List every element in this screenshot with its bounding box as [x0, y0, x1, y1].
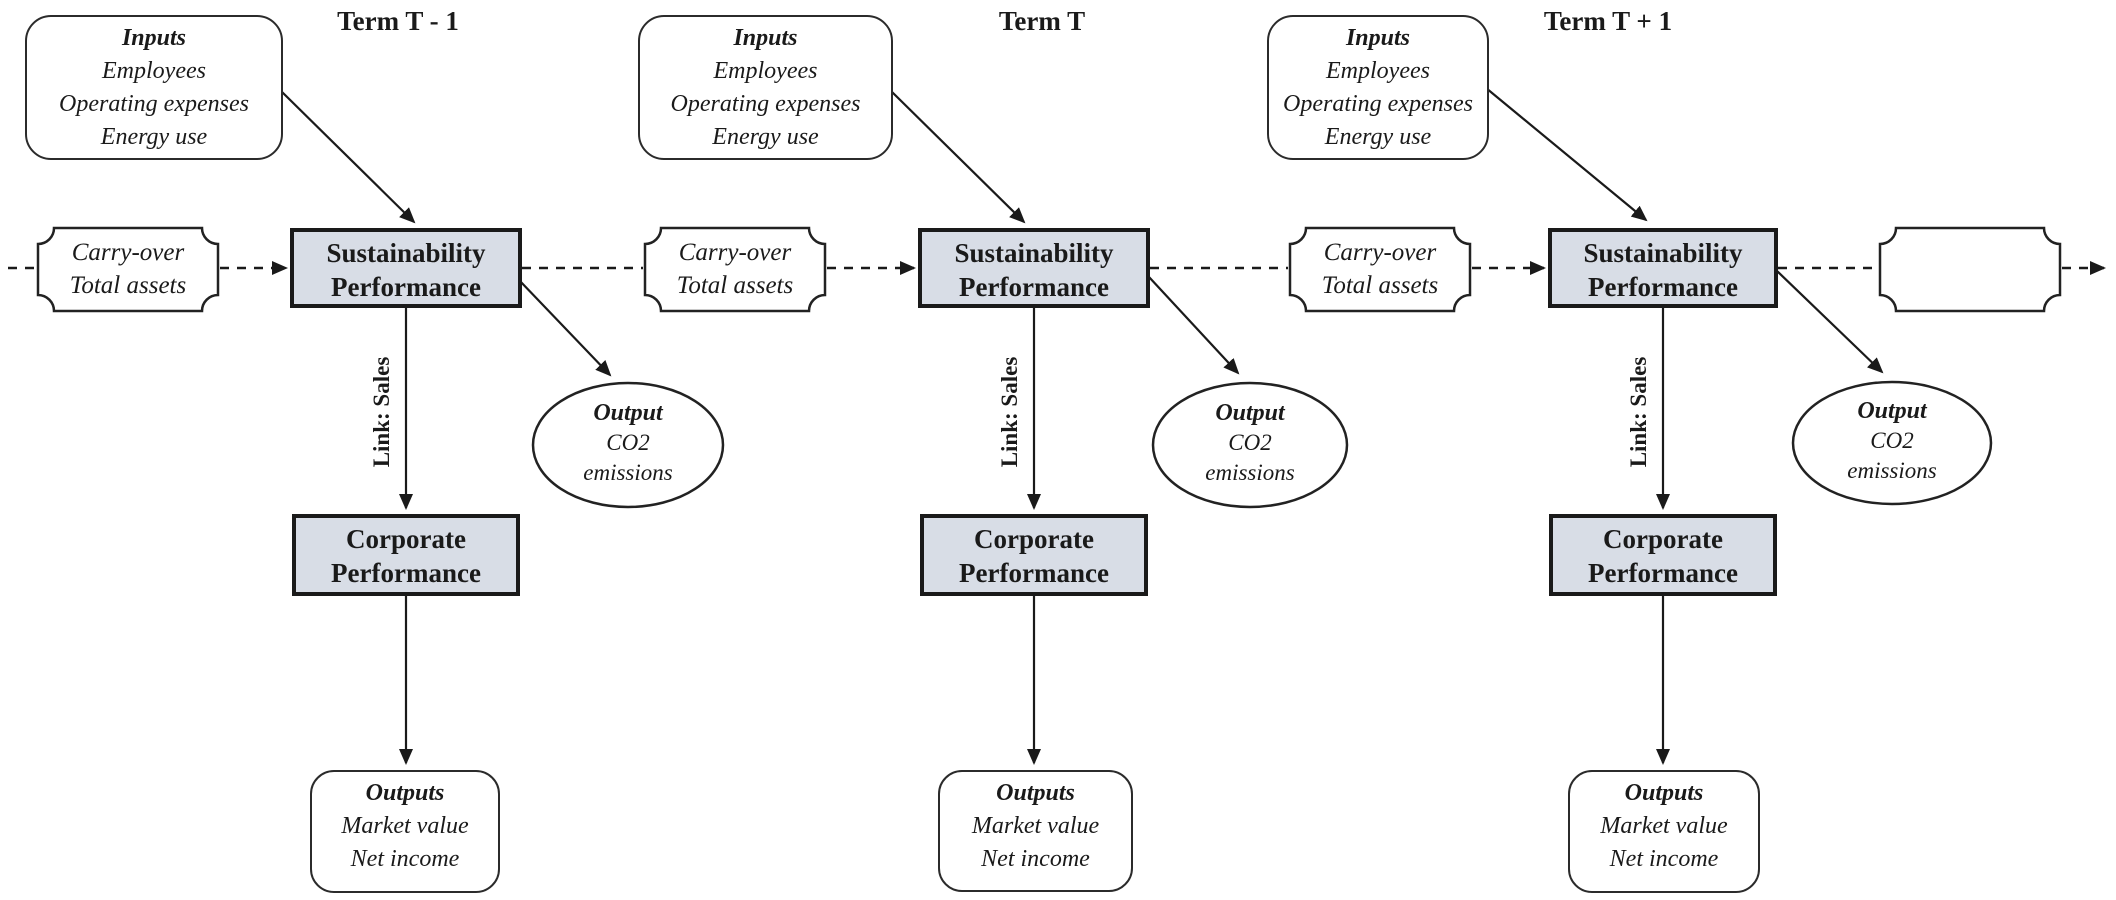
corporate-line: Corporate — [974, 524, 1094, 554]
output-title: Output — [593, 400, 663, 426]
corporate-box-1: Corporate Performance — [292, 514, 520, 596]
sustainability-line: Performance — [331, 272, 481, 302]
output-line: CO2 — [1228, 430, 1272, 455]
inputs-item: Operating expenses — [59, 91, 249, 117]
outputs-item: Net income — [1609, 846, 1719, 872]
carry-over-label-1: Carry-over Total assets — [38, 236, 218, 302]
carry-over-shape-4 — [1878, 226, 2062, 313]
inputs-item: Energy use — [712, 124, 819, 150]
co2-ellipse-label-1: Output CO2 emissions — [543, 398, 713, 488]
carry-over-line: Total assets — [676, 272, 794, 299]
inputs-box-3: Inputs Employees Operating expenses Ener… — [1267, 15, 1489, 160]
inputs-item: Employees — [713, 58, 818, 84]
corporate-box-2: Corporate Performance — [920, 514, 1148, 596]
link-sales-label-1: Link: Sales — [369, 356, 394, 468]
carry-over-shape-2 — [643, 226, 827, 313]
outputs-item: Market value — [341, 813, 469, 839]
sustainability-line: Sustainability — [1583, 238, 1743, 268]
outputs-item: Market value — [1600, 813, 1728, 839]
arrow-sustainability-to-output-2 — [1148, 276, 1240, 375]
sustainability-box-2: Sustainability Performance — [918, 228, 1150, 308]
corporate-line: Corporate — [346, 524, 466, 554]
carry-over-line: Total assets — [1321, 272, 1439, 299]
sustainability-box-1: Sustainability Performance — [290, 228, 522, 308]
co2-ellipse-2 — [1151, 381, 1349, 509]
carry-over-label-2: Carry-over Total assets — [645, 236, 825, 302]
arrow-inputs-to-sustainability-3 — [1485, 87, 1648, 222]
outputs-item: Market value — [971, 813, 1100, 839]
sustainability-line: Performance — [1588, 272, 1738, 302]
outputs-item: Net income — [981, 846, 1090, 872]
arrow-inputs-to-sustainability-2 — [889, 89, 1026, 224]
inputs-item: Energy use — [100, 124, 208, 150]
inputs-box-2: Inputs Employees Operating expenses Ener… — [638, 15, 893, 160]
term-title-1: Term T - 1 — [337, 6, 459, 36]
carry-over-line: Carry-over — [71, 239, 185, 266]
inputs-item: Operating expenses — [1283, 91, 1473, 117]
inputs-title: Inputs — [1345, 25, 1411, 51]
arrow-sustainability-to-output-1 — [518, 279, 612, 377]
sustainability-line: Sustainability — [954, 238, 1114, 268]
co2-ellipse-3 — [1791, 380, 1993, 506]
co2-ellipse-label-3: Output CO2 emissions — [1807, 396, 1977, 486]
outputs-box-2: Outputs Market value Net income — [938, 770, 1133, 892]
carry-over-shape-1 — [36, 226, 220, 313]
output-line: emissions — [1847, 458, 1937, 483]
outputs-item: Net income — [350, 846, 460, 872]
arrow-sustainability-to-output-3 — [1776, 270, 1884, 374]
output-line: CO2 — [1870, 428, 1914, 453]
output-title: Output — [1857, 398, 1927, 424]
corporate-line: Performance — [331, 558, 481, 588]
link-sales-label-2: Link: Sales — [997, 356, 1022, 468]
outputs-box-1: Outputs Market value Net income — [310, 770, 500, 893]
arrow-inputs-to-sustainability-1 — [279, 89, 416, 224]
carry-over-line: Total assets — [69, 272, 187, 299]
inputs-box-1: Inputs Employees Operating expenses Ener… — [25, 15, 283, 160]
outputs-title: Outputs — [365, 780, 445, 806]
corporate-line: Corporate — [1603, 524, 1723, 554]
sustainability-box-3: Sustainability Performance — [1548, 228, 1778, 308]
sustainability-line: Sustainability — [326, 238, 486, 268]
outputs-title: Outputs — [996, 780, 1075, 806]
corporate-line: Performance — [1588, 558, 1738, 588]
link-sales-label-3: Link: Sales — [1626, 356, 1651, 468]
inputs-title: Inputs — [733, 25, 798, 51]
co2-ellipse-1 — [531, 381, 725, 509]
carry-over-line: Carry-over — [678, 239, 792, 266]
output-title: Output — [1215, 400, 1285, 426]
corporate-line: Performance — [959, 558, 1109, 588]
corporate-box-3: Corporate Performance — [1549, 514, 1777, 596]
outputs-title: Outputs — [1624, 780, 1704, 806]
output-line: emissions — [583, 460, 673, 485]
term-title-2: Term T — [998, 6, 1086, 36]
output-line: emissions — [1205, 460, 1295, 485]
sustainability-line: Performance — [959, 272, 1109, 302]
carry-over-label-3: Carry-over Total assets — [1290, 236, 1470, 302]
carry-over-line: Carry-over — [1323, 239, 1437, 266]
carry-over-shape-3 — [1288, 226, 1472, 313]
inputs-item: Energy use — [1324, 124, 1432, 150]
output-line: CO2 — [606, 430, 650, 455]
term-title-3: Term T + 1 — [1543, 6, 1673, 36]
inputs-item: Operating expenses — [670, 91, 861, 117]
inputs-item: Employees — [102, 58, 206, 84]
outputs-box-3: Outputs Market value Net income — [1568, 770, 1760, 893]
co2-ellipse-label-2: Output CO2 emissions — [1165, 398, 1335, 488]
inputs-title: Inputs — [121, 25, 187, 51]
inputs-item: Employees — [1326, 58, 1430, 84]
